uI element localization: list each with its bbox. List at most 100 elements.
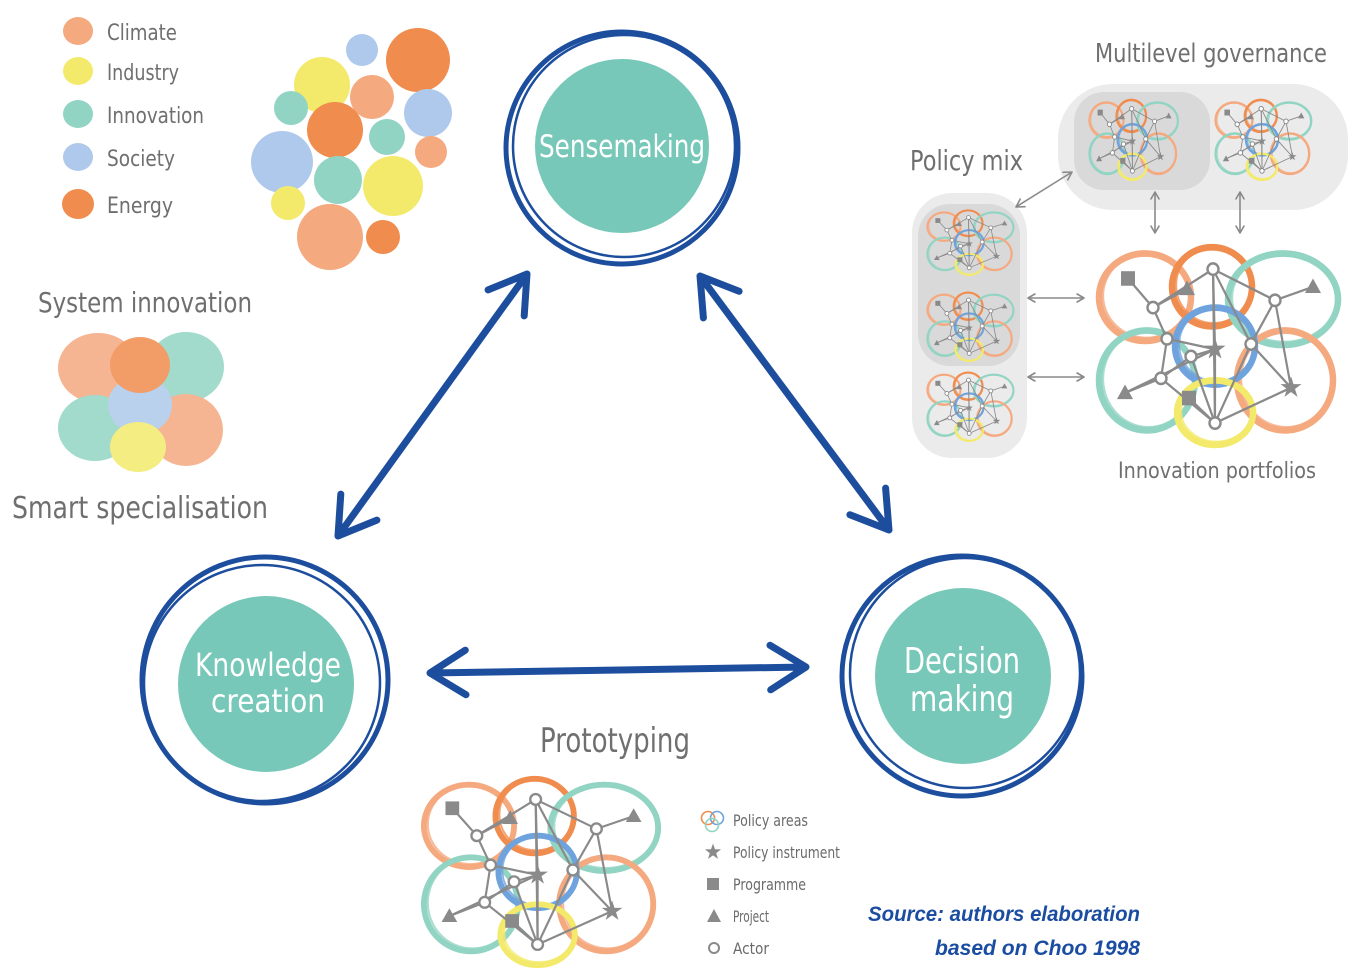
project-node	[933, 255, 940, 261]
network-legend-label-policy-instrument: Policy instrument	[733, 843, 840, 862]
policy-instrument-node	[1156, 152, 1165, 161]
project-node	[441, 908, 458, 922]
actor-node	[1273, 136, 1280, 142]
legend-label-energy: Energy	[107, 194, 173, 219]
network-link	[1225, 140, 1263, 160]
innovation-bubble	[314, 156, 362, 204]
project-node	[1305, 278, 1321, 294]
project-node	[956, 221, 962, 227]
policy-area-ring-sketch	[503, 903, 575, 964]
policy-mix-title: Policy mix	[910, 144, 1023, 177]
innovation-bubble	[274, 91, 308, 125]
industry-bubble	[294, 57, 350, 113]
programme-node	[445, 801, 460, 816]
network-link	[1261, 138, 1277, 172]
project-node	[1117, 384, 1133, 400]
decision-making-outer-ring	[839, 553, 1085, 799]
network-legend-label-project: Project	[733, 907, 769, 926]
policy-instrument-node	[992, 252, 1001, 260]
actor-node	[470, 829, 484, 843]
network-link	[1131, 138, 1147, 172]
policy-instrument-node	[992, 337, 1001, 345]
project-node	[933, 340, 940, 346]
society-swatch	[63, 143, 93, 171]
policy-area-ring-sketch	[956, 253, 983, 275]
governance-portfolio-arrow-right	[1235, 191, 1245, 234]
network-link	[1211, 267, 1277, 302]
circle-icon	[708, 942, 720, 954]
network-link	[968, 299, 992, 312]
network-link	[1131, 156, 1161, 172]
energy-swatch	[62, 189, 94, 219]
innovation-portfolio-network	[1095, 243, 1342, 449]
innovation-swatch	[63, 100, 93, 128]
actor-node	[958, 327, 963, 333]
policy-area-ring-sketch	[1268, 102, 1312, 139]
sensemaking-label: Sensemaking	[539, 129, 705, 165]
actor-node	[529, 792, 543, 807]
policy-instrument-node	[1204, 337, 1226, 359]
prototyping-title: Prototyping	[540, 721, 690, 761]
policy-area-ring-sketch	[928, 212, 961, 241]
climate-bubble	[297, 204, 363, 270]
actor-node	[1234, 121, 1240, 128]
multilevel-governance-inner-panel	[1074, 92, 1210, 190]
multilevel-network-right	[1214, 98, 1313, 182]
policy-area-ring-sketch	[1119, 153, 1147, 179]
policy-area-ring-sketch	[1101, 252, 1192, 339]
multilevel-network-left	[1088, 98, 1180, 182]
network-link	[534, 798, 598, 830]
network-link	[960, 409, 970, 434]
innovation-bubble	[369, 119, 405, 155]
project-node	[1165, 112, 1172, 119]
project-node	[933, 420, 940, 426]
actor-node	[979, 239, 985, 245]
policy-area-ring-sketch	[1179, 379, 1254, 443]
energy-bubble	[386, 28, 450, 92]
actor-node	[1283, 118, 1289, 125]
climate-bubble	[350, 75, 394, 119]
policy-instrument-node	[992, 417, 1001, 425]
policy-instrument-node	[527, 864, 548, 884]
sensemaking-outer-ring	[503, 29, 741, 267]
decision-making-label-line2: making	[910, 679, 1014, 720]
policy-area-ring-sketch	[1138, 102, 1178, 139]
network-link	[981, 310, 992, 327]
policy-mix-network-1	[926, 209, 1015, 277]
programme-node	[935, 218, 941, 223]
sensemaking-knowledge-arrow	[334, 270, 531, 540]
programme-node	[1182, 390, 1196, 406]
programme-node	[957, 342, 963, 348]
actor-node	[947, 335, 953, 341]
policy-areas-icon-ring	[700, 810, 716, 826]
decision-making-label-line1: Decision	[904, 641, 1020, 682]
project-node	[1001, 220, 1008, 226]
network-link	[968, 241, 983, 269]
decision-making-core	[875, 588, 1051, 764]
industry-swatch	[63, 57, 93, 85]
knowledge-creation-label-line2: creation	[211, 682, 325, 720]
actor-node	[1160, 331, 1174, 346]
policy-area-ring-sketch	[956, 338, 983, 361]
actor-node	[1258, 105, 1264, 112]
star-icon	[704, 843, 722, 859]
prototyping-network	[420, 775, 662, 969]
square-icon	[707, 878, 719, 890]
network-legend-label-policy-areas: Policy areas	[733, 811, 808, 830]
actor-node	[966, 297, 971, 303]
actor-node	[1106, 121, 1112, 128]
network-link	[1123, 348, 1217, 395]
actor-node	[966, 215, 971, 220]
network-link	[536, 868, 574, 946]
actor-node	[949, 401, 955, 407]
legend-label-industry: Industry	[107, 61, 179, 86]
project-node	[1179, 280, 1195, 296]
network-link	[936, 243, 970, 259]
actor-node	[966, 265, 972, 271]
network-link	[571, 827, 598, 872]
network-link	[571, 868, 614, 913]
actor-node	[1129, 105, 1135, 112]
network-link	[981, 227, 992, 243]
energy-area	[110, 337, 170, 393]
